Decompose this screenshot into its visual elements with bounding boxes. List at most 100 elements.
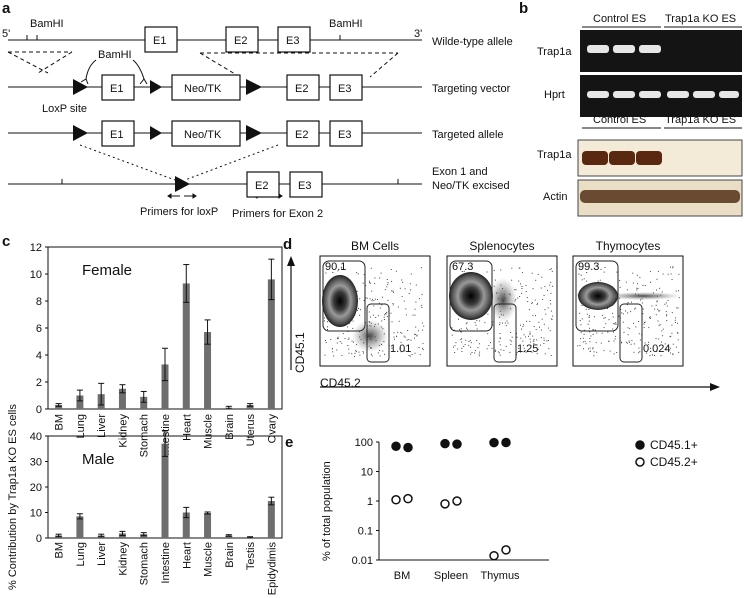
row-label-wildtype: Wilde-type allele (432, 36, 513, 48)
exon-e2-excised: E2 (255, 180, 268, 192)
five-prime-label: 5' (2, 28, 10, 40)
trap1a-ko-header-2: Trap1a KO ES (665, 114, 737, 126)
panel-label-d: d (283, 236, 293, 253)
scatter-ytick-label: 0.1 (358, 526, 373, 538)
scatter-category-label: Spleen (434, 570, 468, 582)
flow-plot-1-population-lower (352, 320, 388, 352)
flow-plot-2-lower-percent: 1.25 (517, 343, 538, 355)
scatter-ytick-label: 100 (355, 437, 373, 449)
scatter-point-cd45-1 (452, 439, 462, 449)
flow-plot-2-population-mid (489, 278, 517, 322)
female-ytick-label: 6 (36, 323, 42, 335)
female-category-label: BM (54, 414, 66, 431)
female-ytick-label: 12 (30, 242, 42, 254)
primers-exon2-label: Primers for Exon 2 (232, 208, 323, 220)
scatter-point-cd45-1 (440, 438, 450, 449)
trap1a-wb-label: Trap1a (537, 149, 572, 161)
flow-plot-1-gate-upper (322, 260, 366, 332)
exon-e3-wt: E3 (286, 35, 299, 47)
cd45-1-axis-label: CD45.1 (293, 332, 307, 373)
row-label-excised-1: Exon 1 and (432, 166, 488, 178)
scatter-point-cd45-2 (440, 499, 450, 509)
female-bar (267, 279, 275, 409)
female-bar (118, 388, 126, 409)
female-ytick-label: 2 (36, 377, 42, 389)
exon-e2-vector: E2 (295, 83, 308, 95)
scatter-point-cd45-2 (403, 493, 413, 504)
legend-marker-cd45-1 (635, 440, 645, 450)
flow-plot-2-events (449, 267, 554, 357)
primers-loxp-label: Primers for loxP (140, 206, 218, 218)
male-category-label: Stomach (139, 542, 151, 585)
flow-plot-3-gate-lower (619, 303, 643, 363)
female-bar (55, 404, 63, 409)
control-es-header-1: Control ES (593, 13, 647, 25)
panel-label-e: e (285, 434, 294, 451)
male-bar (225, 535, 233, 538)
flow-plot-3-frame (572, 255, 684, 367)
male-bar (76, 516, 84, 538)
male-category-label: Testis (245, 542, 257, 571)
scatter-ytick-label: 0.01 (352, 555, 373, 567)
male-category-label: Muscle (203, 542, 215, 577)
exon-e1-targeted: E1 (110, 129, 123, 141)
flow-plot-3-upper-percent: 99.3 (578, 261, 599, 273)
legend-marker-cd45-2 (635, 457, 645, 467)
male-chart-title: Male (82, 451, 115, 468)
female-ytick-label: 4 (36, 350, 42, 362)
male-ytick-label: 30 (30, 457, 42, 469)
female-chart-title: Female (82, 262, 132, 279)
female-category-label: Ovary (266, 414, 278, 444)
flow-cytometry-plots: BM Cells90.11.01Splenocytes67.31.25Thymo… (287, 239, 720, 391)
scatter-ytick-label: 1 (367, 496, 373, 508)
exon-e3-targeted: E3 (338, 129, 351, 141)
male-category-label: BM (54, 542, 66, 559)
panel-label-c: c (2, 233, 11, 250)
trap1a-ko-header-1: Trap1a KO ES (665, 13, 737, 25)
female-bar (140, 396, 148, 409)
contribution-y-axis-label: % Contribution by Trap1a KO ES cells (7, 404, 19, 590)
female-category-label: Liver (96, 414, 108, 438)
female-category-label: Lung (75, 414, 87, 438)
scatter-point-cd45-2 (489, 550, 499, 561)
scatter-point-cd45-2 (501, 545, 511, 555)
male-bar (267, 501, 275, 538)
male-bar (204, 513, 212, 538)
male-category-label: Heart (181, 542, 193, 569)
flow-plot-2-upper-percent: 67.3 (452, 261, 473, 273)
flow-plot-1-population-upper (322, 275, 358, 327)
male-ytick-label: 10 (30, 508, 42, 520)
exon-e1-vector: E1 (110, 83, 123, 95)
scatter-point-cd45-1 (489, 437, 499, 448)
exon-e2-targeted: E2 (295, 129, 308, 141)
female-ytick-label: 10 (30, 269, 42, 281)
bamhi-label-left: BamHI (30, 18, 64, 30)
hprt-label: Hprt (544, 89, 565, 101)
female-bar (76, 395, 84, 409)
female-category-label: Kidney (117, 414, 129, 448)
female-bar (161, 364, 169, 409)
three-prime-label: 3' (414, 28, 422, 40)
flow-plot-2-population-upper (449, 272, 493, 320)
cd45-2-axis-label: CD45.2 (320, 376, 361, 390)
male-category-label: Intestine (160, 542, 172, 584)
exon-e2-wt: E2 (234, 35, 247, 47)
male-bar (161, 443, 169, 538)
scatter-ytick-label: 10 (361, 467, 373, 479)
scatter-point-cd45-1 (391, 441, 401, 451)
flow-plot-2-gate-lower (493, 303, 517, 363)
bamhi-label-right: BamHI (329, 18, 363, 30)
flow-plot-1-gate-lower (366, 303, 390, 363)
male-ytick-label: 40 (30, 431, 42, 443)
scatter-point-cd45-1 (403, 442, 413, 453)
row-label-vector: Targeting vector (432, 83, 511, 95)
flow-plot-1-events (322, 266, 425, 357)
scatter-y-axis-label: % of total population (321, 461, 333, 561)
cd45-2-axis-arrowhead (710, 383, 720, 391)
flow-plot-3-population-tail (605, 292, 681, 300)
female-bar (246, 404, 254, 409)
panel-label-b: b (519, 0, 529, 17)
female-bar (204, 332, 212, 409)
female-ytick-label: 0 (36, 404, 42, 416)
